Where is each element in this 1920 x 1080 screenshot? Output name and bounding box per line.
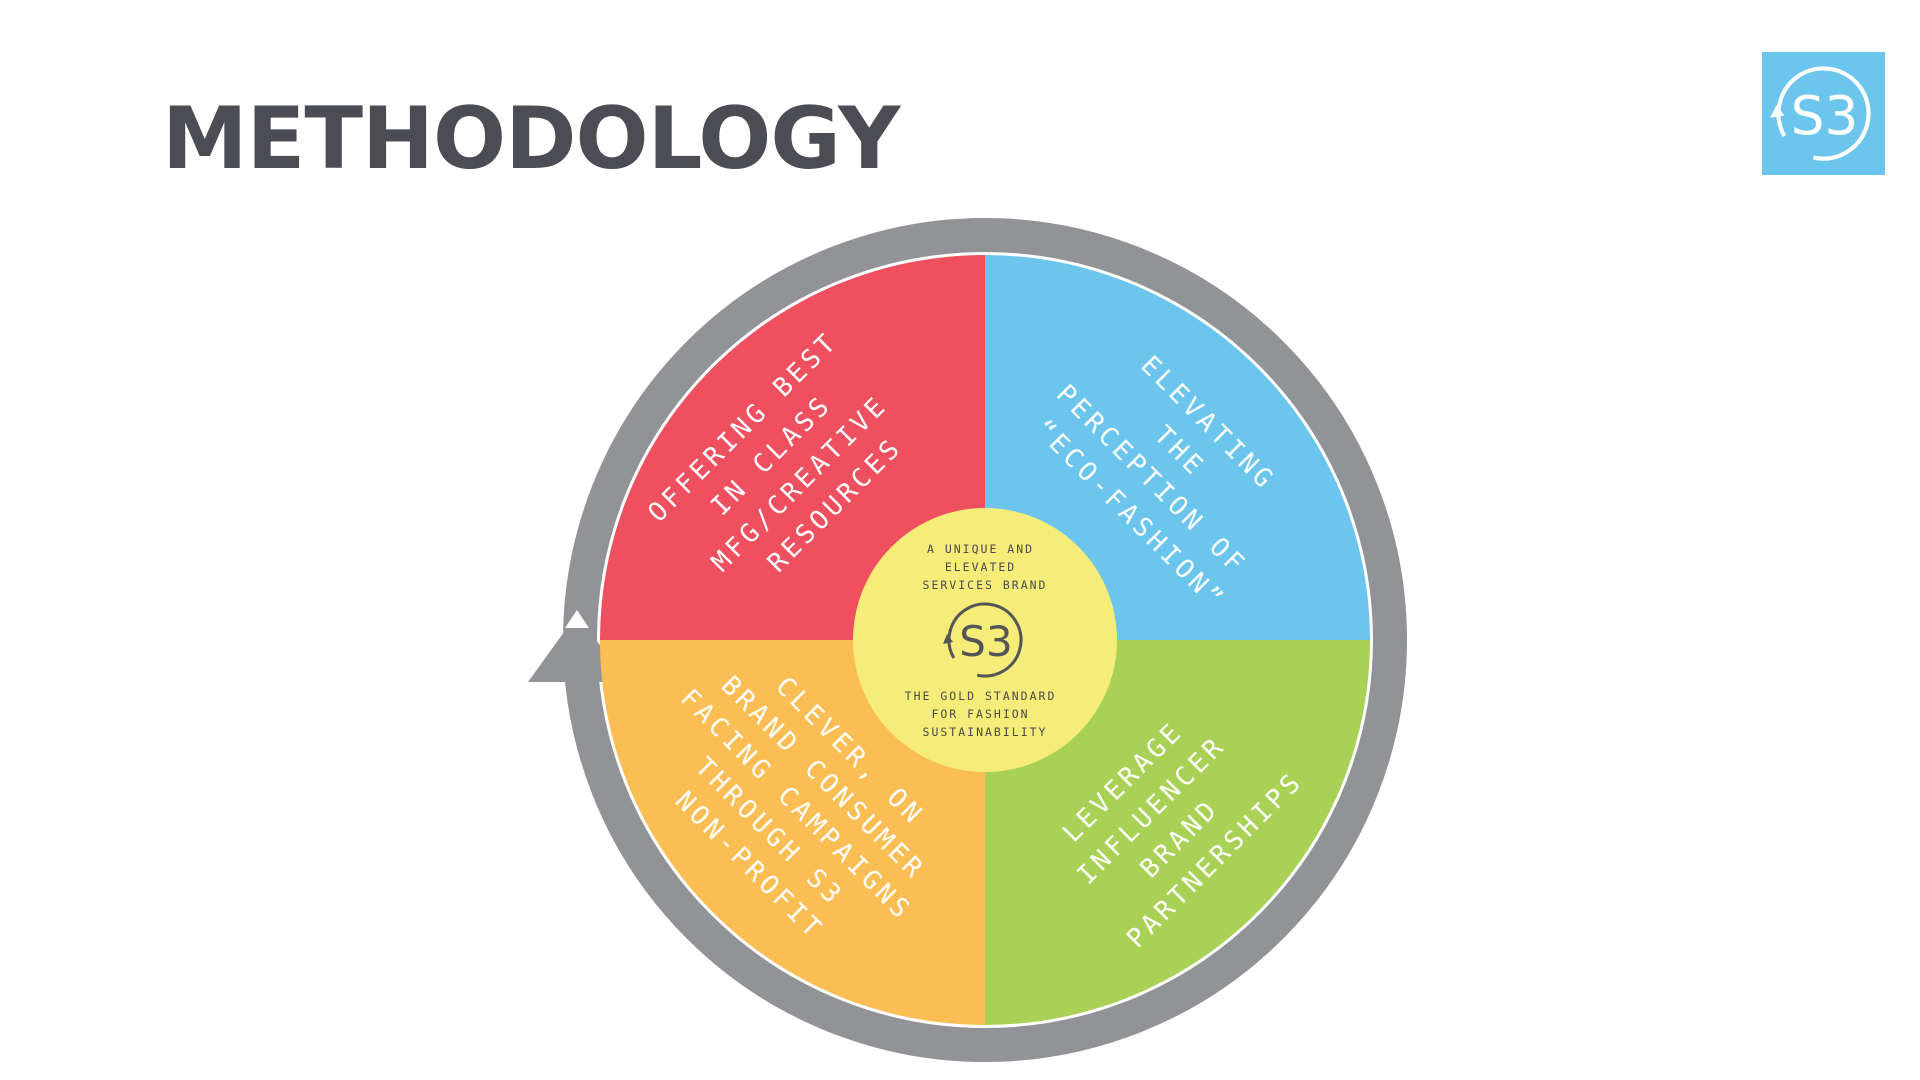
center-s3-icon: S3	[943, 602, 1023, 678]
center-logo-text: S3	[959, 617, 1012, 666]
quadrant-bottom-right	[985, 640, 1370, 1025]
s3-logo-icon: S3	[1770, 66, 1871, 161]
arrow-notch	[565, 610, 589, 628]
center-top-line: SERVICES BRAND	[923, 578, 1048, 592]
quadrant-top-right	[985, 255, 1370, 640]
quadrant-top-left	[600, 255, 985, 640]
center-top-text: A UNIQUE AND ELEVATED SERVICES BRAND	[923, 542, 1048, 592]
center-bottom-line: FOR FASHION	[931, 707, 1029, 721]
s3-logo: S3	[1762, 52, 1885, 175]
center-top-line: A UNIQUE AND	[927, 542, 1034, 556]
page-title: METHODOLOGY	[162, 89, 900, 189]
quadrant-bottom-left	[600, 640, 985, 1025]
center-bottom-line: SUSTAINABILITY	[923, 725, 1048, 739]
center-top-line: ELEVATED	[945, 560, 1016, 574]
center-circle	[853, 508, 1117, 772]
center-bottom-text: THE GOLD STANDARD FOR FASHION SUSTAINABI…	[905, 689, 1066, 739]
center-bottom-line: THE GOLD STANDARD	[905, 689, 1057, 703]
logo-text: S3	[1791, 85, 1859, 147]
